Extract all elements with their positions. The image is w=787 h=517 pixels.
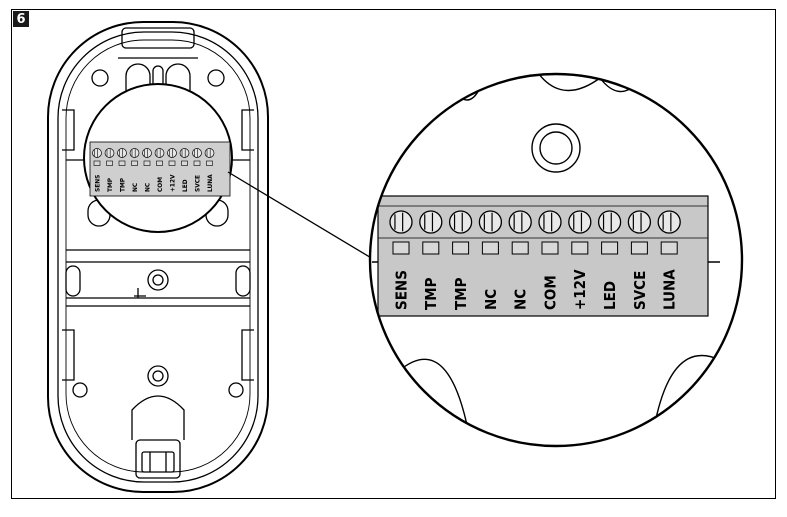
terminal-screw — [92, 148, 102, 158]
terminal-socket — [131, 160, 138, 166]
terminal-label: NC — [482, 289, 500, 310]
terminal-label: COM — [541, 275, 559, 310]
terminal-socket — [143, 160, 151, 166]
terminal-socket — [168, 160, 176, 166]
terminal-screw — [154, 148, 165, 158]
terminal-socket — [422, 241, 440, 255]
terminal-label: NC — [143, 183, 151, 192]
terminal-socket — [118, 160, 126, 166]
terminal-socket — [392, 241, 410, 255]
terminal-socket — [452, 241, 470, 255]
terminal-label: TMP — [106, 177, 114, 192]
figure-number-badge: 6 — [13, 11, 29, 27]
terminal-screw — [657, 210, 681, 234]
terminal-screw — [538, 210, 562, 234]
terminal-socket — [156, 160, 163, 166]
terminal-labels: SENS TMP TMP NC NC COM +12V LED SVCE LUNA — [392, 269, 678, 310]
terminal-screw — [117, 148, 127, 158]
terminal-screw — [568, 210, 592, 234]
terminal-screws — [389, 210, 681, 255]
terminal-screw — [142, 148, 152, 158]
terminal-label: NC — [131, 183, 139, 192]
terminal-label: LUNA — [661, 269, 679, 310]
terminal-screw — [478, 210, 503, 234]
terminal-screw — [389, 210, 413, 234]
terminal-label: COM — [156, 177, 164, 192]
terminal-socket — [660, 241, 678, 255]
small-terminal-screws — [92, 148, 215, 166]
terminal-screw — [167, 148, 177, 158]
terminal-screw — [508, 210, 532, 234]
terminal-label: SENS — [392, 270, 410, 310]
small-terminal-labels: SENS TMP TMP NC NC COM +12V LED SVCE LUNA — [93, 174, 214, 192]
terminal-socket — [206, 160, 213, 166]
terminal-screw — [627, 210, 652, 234]
terminal-socket — [630, 241, 648, 255]
terminal-socket — [181, 160, 188, 166]
terminal-screw — [204, 148, 215, 158]
small-zoom-circle: SENS TMP TMP NC NC COM +12V LED SVCE LUNA — [83, 83, 233, 233]
terminal-screw — [104, 148, 115, 158]
terminal-screw — [129, 148, 140, 158]
terminal-label: SVCE — [193, 175, 201, 192]
terminal-label: +12V — [168, 174, 176, 192]
terminal-label: SENS — [93, 175, 101, 192]
terminal-socket — [541, 241, 559, 255]
terminal-label: TMP — [118, 177, 126, 192]
large-zoom-circle: SENS TMP TMP NC NC COM +12V LED SVCE LUNA — [368, 72, 744, 448]
terminal-socket — [481, 241, 499, 255]
terminal-socket — [106, 160, 113, 166]
terminal-screw — [192, 148, 202, 158]
terminal-socket — [601, 241, 619, 255]
terminal-label: TMP — [422, 277, 440, 310]
terminal-screw — [448, 210, 473, 234]
terminal-socket — [571, 241, 589, 255]
terminal-socket — [93, 160, 101, 166]
terminal-screw — [597, 210, 622, 234]
terminal-label: NC — [512, 289, 530, 310]
terminal-label: LED — [181, 179, 189, 192]
terminal-screw — [179, 148, 190, 158]
terminal-label: LUNA — [206, 174, 214, 192]
terminal-socket — [193, 160, 201, 166]
terminal-label: SVCE — [631, 271, 649, 310]
terminal-label: LED — [601, 281, 619, 310]
zoom-connector-lines — [227, 171, 379, 263]
terminal-screw — [419, 210, 443, 234]
terminal-socket — [511, 241, 529, 255]
terminal-label: TMP — [452, 277, 470, 310]
terminal-label: +12V — [571, 269, 589, 310]
